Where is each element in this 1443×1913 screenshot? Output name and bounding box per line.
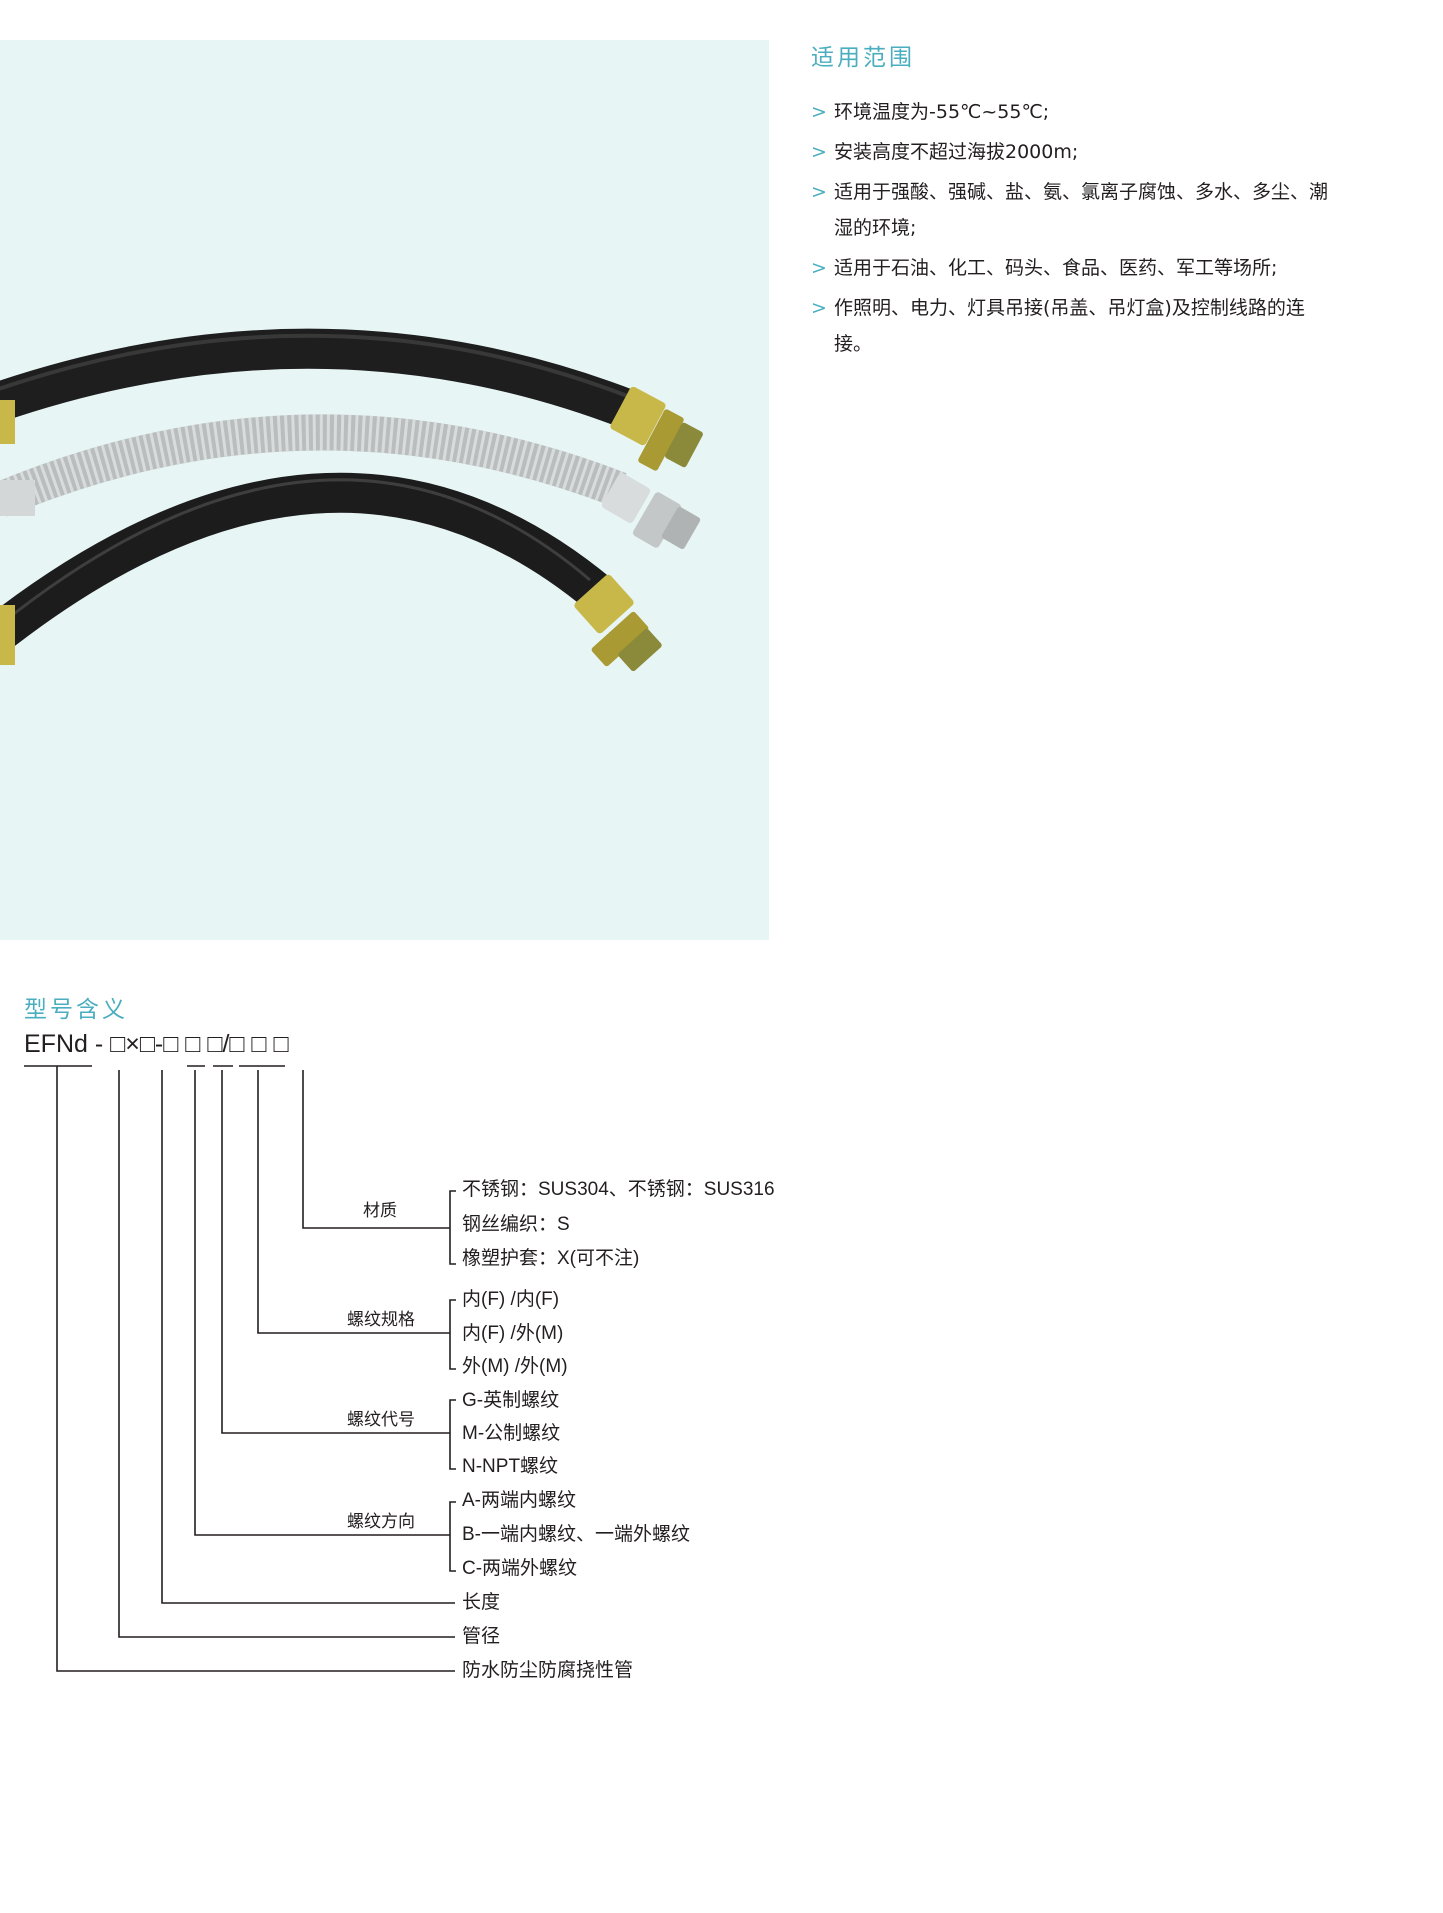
option-label: 橡塑护套：X(可不注) xyxy=(462,1248,640,1269)
scope-list: >环境温度为-55℃~55℃; >安装高度不超过海拔2000m; >适用于强酸、… xyxy=(811,94,1331,366)
option-label: A-两端内螺纹 xyxy=(462,1490,577,1511)
option-label: 钢丝编织：S xyxy=(462,1214,570,1235)
black-rubber-hose xyxy=(0,328,703,471)
model-code: EFNd - □×□-□ □ □/□ □ □ xyxy=(24,1030,289,1059)
list-item: >适用于强酸、强碱、盐、氨、氯离子腐蚀、多水、多尘、潮湿的环境; xyxy=(811,174,1331,246)
product-type-label: 防水防尘防腐挠性管 xyxy=(462,1660,634,1681)
list-item: >安装高度不超过海拔2000m; xyxy=(811,134,1331,170)
option-label: N-NPT螺纹 xyxy=(462,1456,559,1477)
arrow-icon: > xyxy=(811,257,827,279)
group-label-thread-code: 螺纹代号 xyxy=(347,1410,415,1430)
option-label: G-英制螺纹 xyxy=(462,1390,560,1411)
scope-heading: 适用范围 xyxy=(811,45,915,71)
option-label: C-两端外螺纹 xyxy=(462,1558,578,1579)
hose-illustration xyxy=(0,328,703,672)
model-code-placeholders: - □×□-□ □ □/□ □ □ xyxy=(87,1030,289,1058)
option-label: 内(F) /外(M) xyxy=(462,1323,564,1344)
group-label-thread-spec: 螺纹规格 xyxy=(347,1310,415,1330)
diameter-label: 管径 xyxy=(462,1626,501,1647)
list-item: >适用于石油、化工、码头、食品、医药、军工等场所; xyxy=(811,250,1331,286)
list-item: >环境温度为-55℃~55℃; xyxy=(811,94,1331,130)
black-plastic-hose xyxy=(0,472,662,672)
list-item: >作照明、电力、灯具吊接(吊盖、吊灯盒)及控制线路的连接。 xyxy=(811,290,1331,362)
arrow-icon: > xyxy=(811,141,827,163)
length-label: 长度 xyxy=(462,1592,501,1613)
group-label-thread-direction: 螺纹方向 xyxy=(347,1512,415,1532)
arrow-icon: > xyxy=(811,181,827,203)
model-code-prefix: EFNd xyxy=(24,1030,88,1058)
option-label: 内(F) /内(F) xyxy=(462,1289,560,1310)
model-heading: 型号含义 xyxy=(24,997,128,1023)
option-label: 外(M) /外(M) xyxy=(462,1356,568,1377)
group-label-material: 材质 xyxy=(363,1201,397,1221)
option-label: 不锈钢：SUS304、不锈钢：SUS316 xyxy=(462,1179,775,1200)
product-photo xyxy=(0,40,769,940)
braided-steel-hose xyxy=(0,414,701,549)
arrow-icon: > xyxy=(811,297,827,319)
arrow-icon: > xyxy=(811,101,827,123)
option-label: B-一端内螺纹、一端外螺纹 xyxy=(462,1524,691,1545)
option-label: M-公制螺纹 xyxy=(462,1423,561,1444)
